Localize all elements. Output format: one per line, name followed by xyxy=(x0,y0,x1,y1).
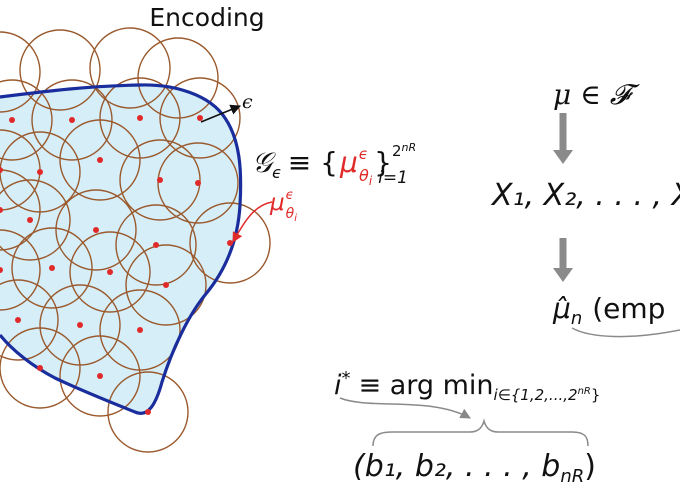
argmin-sub: i∈{1,2,...,2 xyxy=(494,386,578,404)
covering-ball xyxy=(115,204,197,286)
ball-center-dot xyxy=(137,115,143,121)
ball-center-dot xyxy=(97,373,103,379)
ball-center-dot xyxy=(49,265,55,271)
samples-label: X₁, X₂, . . . , X xyxy=(490,178,680,213)
cover-sup: 2 xyxy=(392,142,402,160)
ball-center-dot xyxy=(0,167,3,173)
estimate-label: μ̂n (emp xyxy=(552,292,665,329)
argmin-arrow xyxy=(339,397,471,419)
ball-center-dot xyxy=(27,217,33,223)
estimate-brace-arrow xyxy=(571,327,680,338)
flow-arrow-2-head xyxy=(553,268,573,282)
epsilon-label: ϵ xyxy=(242,91,253,113)
argmin-i: i xyxy=(334,370,342,401)
flow-arrow-1-head xyxy=(553,150,573,164)
ball-center-dot xyxy=(15,317,21,323)
point-mu-sub: θ xyxy=(286,206,295,222)
covering-ball xyxy=(59,119,141,201)
ball-center-dot xyxy=(137,327,143,333)
covering-ball xyxy=(0,279,59,361)
covering-ball xyxy=(0,327,81,409)
bits-close: ) xyxy=(584,449,596,484)
cover-equiv: ≡ { xyxy=(288,146,338,179)
covering-ball xyxy=(31,79,113,161)
cover-mu-sup: ϵ xyxy=(359,145,368,163)
ball-center-dot xyxy=(145,409,151,415)
estimate-paren: (emp xyxy=(592,292,665,325)
svg-text:(b₁, b₂, . . . , bnR): (b₁, b₂, . . . , bnR) xyxy=(353,449,596,487)
argmin-sub-exp: nR xyxy=(578,386,591,397)
covering-ball xyxy=(89,27,171,109)
diagram-title: Encoding xyxy=(149,3,264,32)
covering-ball xyxy=(0,79,53,161)
svg-text:μ̂n(emp: μ̂n (emp xyxy=(552,292,665,329)
svg-text:i*≡ arg mini∈{1,2,...,2nR}: i* ≡ arg mini∈{1,2,...,2nR} xyxy=(334,368,600,404)
ball-center-dot xyxy=(93,227,99,233)
argmin-star: * xyxy=(342,368,351,389)
estimate-symbol: μ̂ xyxy=(552,292,571,325)
ball-center-dot xyxy=(227,240,233,246)
covering-ball xyxy=(157,142,239,224)
covering-ball xyxy=(55,189,137,271)
ball-center-dot xyxy=(157,177,163,183)
estimate-sub: n xyxy=(571,308,582,329)
cover-mu: μ xyxy=(339,146,358,179)
cover-symbol-sub: ϵ xyxy=(272,163,282,182)
bits-label: (b₁, b₂, . . . , bnR) xyxy=(353,449,596,487)
covering-ball xyxy=(119,139,201,221)
covering-ball xyxy=(0,229,41,311)
ball-center-dot xyxy=(197,115,203,121)
cover-mu-subsub: i xyxy=(369,174,373,188)
argmin-label: i* ≡ arg mini∈{1,2,...,2nR} xyxy=(334,368,600,404)
distribution-region-outline xyxy=(0,83,243,415)
ball-centers xyxy=(0,115,233,415)
covering-ball xyxy=(0,179,71,261)
ball-center-dot xyxy=(163,282,169,288)
ball-center-dot xyxy=(37,365,43,371)
covering-ball xyxy=(0,169,41,251)
bits-main: (b₁, b₂, . . . , b xyxy=(353,449,560,484)
ball-center-dot xyxy=(0,207,3,213)
ball-center-dot xyxy=(77,322,83,328)
point-mu-sup: ϵ xyxy=(286,188,294,203)
bits-sub: nR xyxy=(560,466,584,487)
covering-ball xyxy=(0,31,41,113)
epsilon-radius-arrow xyxy=(200,104,241,123)
ball-center-dot xyxy=(107,269,113,275)
argmin-equiv: ≡ arg min xyxy=(359,370,494,401)
mu-in-F: μ ∈ 𝓕 xyxy=(553,78,640,111)
cover-sub: i=1 xyxy=(378,168,408,188)
ball-center-dot xyxy=(37,169,43,175)
ball-center-dot xyxy=(153,242,159,248)
point-mu-subsub: i xyxy=(294,213,297,224)
covering-ball xyxy=(107,371,189,453)
covering-ball xyxy=(11,227,93,309)
covering-balls xyxy=(0,27,271,453)
covering-ball xyxy=(59,335,141,417)
argmin-sub-close: } xyxy=(591,386,601,404)
covering-ball xyxy=(159,77,241,159)
covering-ball xyxy=(125,244,207,326)
ball-center-dot xyxy=(195,180,201,186)
cover-mu-sub: θ xyxy=(359,166,369,185)
bits-brace xyxy=(372,418,589,447)
point-mu: μ xyxy=(269,190,285,216)
ball-center-dot xyxy=(69,117,75,123)
cover-sup-exp: nR xyxy=(402,141,417,154)
ball-center-dot xyxy=(97,157,103,163)
ball-center-dot xyxy=(0,267,3,273)
ball-center-dot xyxy=(9,117,15,123)
covering-ball xyxy=(137,37,219,119)
point-arrow xyxy=(232,201,273,243)
covering-ball xyxy=(19,29,101,111)
covering-ball xyxy=(189,202,271,284)
covering-ball xyxy=(69,231,151,313)
cover-close: } xyxy=(374,146,392,179)
